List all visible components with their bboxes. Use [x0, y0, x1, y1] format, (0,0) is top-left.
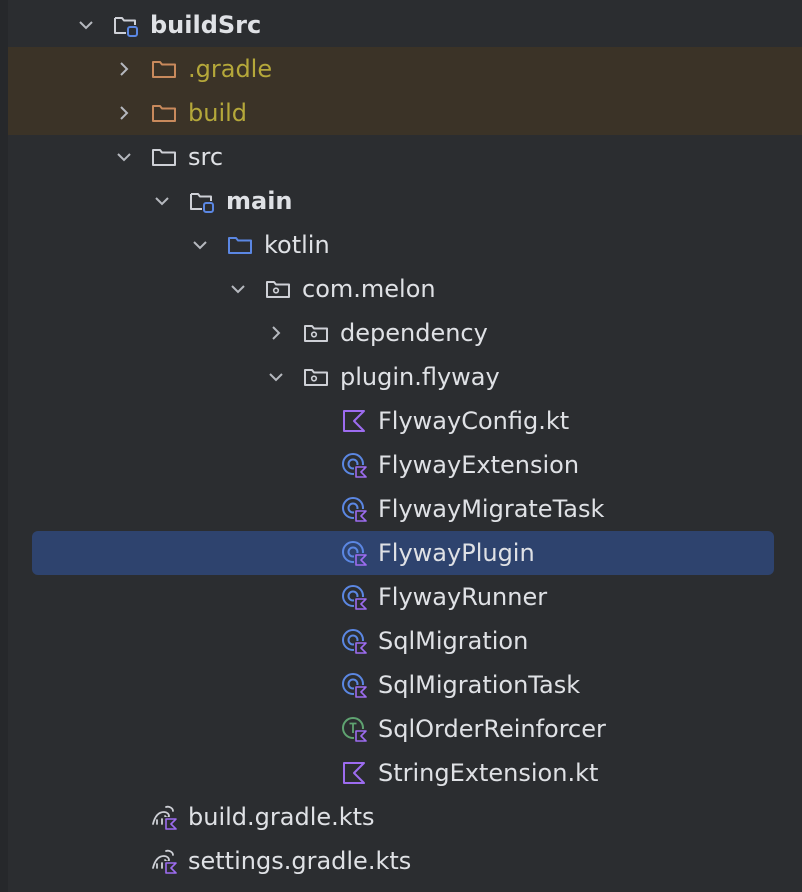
- kotlin-class-icon: [342, 541, 367, 566]
- tree-label: FlywayExtension: [378, 451, 580, 479]
- tree-node-file[interactable]: FlywayRunner: [0, 575, 802, 619]
- tree-node-file[interactable]: SqlMigration: [0, 619, 802, 663]
- package-icon: [304, 369, 328, 386]
- tree-node-src[interactable]: src: [0, 135, 802, 179]
- gradle-kotlin-script-icon: [152, 805, 177, 830]
- tree-node-gradle-dir[interactable]: .gradle: [8, 47, 802, 91]
- chevron-right-icon[interactable]: [266, 323, 286, 343]
- tree-label: SqlOrderReinforcer: [378, 715, 606, 743]
- kotlin-file-icon: [343, 762, 365, 784]
- kotlin-class-icon: [342, 453, 367, 478]
- tree-label: SqlMigration: [378, 627, 529, 655]
- gradle-kotlin-script-icon: [152, 849, 177, 874]
- kotlin-class-icon: [342, 585, 367, 610]
- tree-node-file[interactable]: FlywayExtension: [0, 443, 802, 487]
- tree-node-file-selected[interactable]: FlywayPlugin: [0, 531, 802, 575]
- folder-icon: [152, 149, 176, 166]
- tree-node-file[interactable]: SqlOrderReinforcer: [0, 707, 802, 751]
- tree-node-file[interactable]: FlywayConfig.kt: [0, 399, 802, 443]
- folder-icon: [152, 105, 176, 122]
- tree-label: build.gradle.kts: [188, 803, 375, 831]
- package-icon: [304, 325, 328, 342]
- chevron-down-icon[interactable]: [76, 15, 96, 35]
- tree-node-buildsrc[interactable]: buildSrc: [0, 3, 802, 47]
- tree-label: plugin.flyway: [340, 363, 500, 391]
- tree-label: src: [188, 143, 224, 171]
- chevron-down-icon[interactable]: [266, 367, 286, 387]
- chevron-right-icon[interactable]: [114, 59, 134, 79]
- kotlin-interface-icon: [342, 717, 367, 742]
- tree-label: .gradle: [188, 55, 273, 83]
- kotlin-class-icon: [342, 673, 367, 698]
- module-folder-icon: [114, 17, 138, 37]
- tree-node-build-dir[interactable]: build: [8, 91, 802, 135]
- chevron-down-icon[interactable]: [228, 279, 248, 299]
- tree-node-com-melon[interactable]: com.melon: [0, 267, 802, 311]
- tree-node-file[interactable]: SqlMigrationTask: [0, 663, 802, 707]
- tree-label: settings.gradle.kts: [188, 847, 412, 875]
- chevron-down-icon[interactable]: [152, 191, 172, 211]
- tree-node-file[interactable]: FlywayMigrateTask: [0, 487, 802, 531]
- tree-node-build-gradle[interactable]: build.gradle.kts: [0, 795, 802, 839]
- tree-label: build: [188, 99, 248, 127]
- selection-highlight: [32, 531, 774, 575]
- tree-label: main: [226, 187, 293, 215]
- tree-label: buildSrc: [150, 11, 262, 39]
- tree-label: FlywayRunner: [378, 583, 548, 611]
- tree-node-dependency[interactable]: dependency: [0, 311, 802, 355]
- kotlin-file-icon: [343, 410, 365, 432]
- tree-label: kotlin: [264, 231, 330, 259]
- tree-label: com.melon: [302, 275, 436, 303]
- tree-node-main[interactable]: main: [0, 179, 802, 223]
- tree-label: SqlMigrationTask: [378, 671, 581, 699]
- tree-node-plugin-flyway[interactable]: plugin.flyway: [0, 355, 802, 399]
- kotlin-class-icon: [342, 497, 367, 522]
- tree-label: FlywayConfig.kt: [378, 407, 570, 435]
- tree-label: dependency: [340, 319, 488, 347]
- package-icon: [266, 281, 290, 298]
- chevron-right-icon[interactable]: [114, 103, 134, 123]
- tree-label: FlywayPlugin: [378, 539, 535, 567]
- tree-label: FlywayMigrateTask: [378, 495, 605, 523]
- chevron-down-icon[interactable]: [190, 235, 210, 255]
- gutter: [0, 0, 8, 892]
- folder-icon: [152, 61, 176, 78]
- kotlin-class-icon: [342, 629, 367, 654]
- tree-node-kotlin[interactable]: kotlin: [0, 223, 802, 267]
- module-folder-icon: [190, 193, 214, 213]
- tree-node-settings-gradle[interactable]: settings.gradle.kts: [0, 839, 802, 883]
- source-root-icon: [228, 237, 252, 254]
- tree-node-file[interactable]: StringExtension.kt: [0, 751, 802, 795]
- tree-label: StringExtension.kt: [378, 759, 599, 787]
- chevron-down-icon[interactable]: [114, 147, 134, 167]
